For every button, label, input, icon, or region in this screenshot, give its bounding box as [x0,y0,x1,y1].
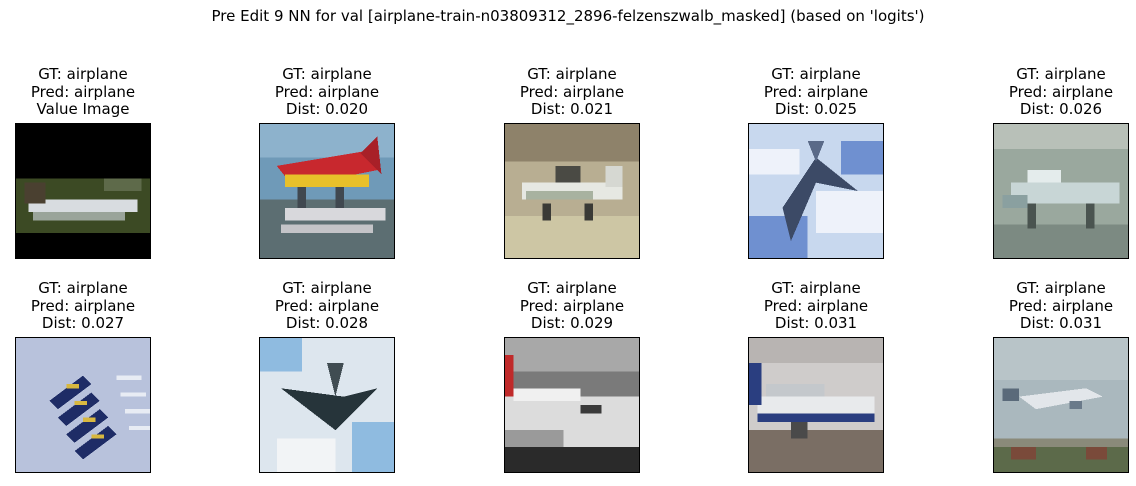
panel-image [504,337,640,473]
gt-label: GT: airplane [771,65,861,83]
gt-label: GT: airplane [527,65,617,83]
dist-label: Dist: 0.029 [530,314,614,332]
gt-label: GT: airplane [38,279,128,297]
dist-label: Value Image [36,100,130,118]
pred-label: Pred: airplane [519,82,625,101]
figure-title: Pre Edit 9 NN for val [airplane-train-n0… [211,7,925,25]
pred-label: Pred: airplane [1008,296,1114,315]
gt-label: GT: airplane [771,279,861,297]
dist-label: Dist: 0.020 [285,100,369,118]
dist-label: Dist: 0.028 [285,314,369,332]
pred-label: Pred: airplane [274,296,380,315]
panel-image [259,123,395,259]
pred-label: Pred: airplane [519,296,625,315]
pred-label: Pred: airplane [30,296,136,315]
gt-label: GT: airplane [38,65,128,83]
panel-image [15,123,151,259]
dist-label: Dist: 0.031 [774,314,858,332]
gt-label: GT: airplane [527,279,617,297]
panel-image [748,123,884,259]
panel-image [993,337,1129,473]
dist-label: Dist: 0.027 [41,314,125,332]
gt-label: GT: airplane [282,65,372,83]
pred-label: Pred: airplane [274,82,380,101]
panel-image [748,337,884,473]
panel-image [993,123,1129,259]
gt-label: GT: airplane [1016,279,1106,297]
pred-label: Pred: airplane [1008,82,1114,101]
pred-label: Pred: airplane [763,296,869,315]
gt-label: GT: airplane [1016,65,1106,83]
dist-label: Dist: 0.031 [1019,314,1103,332]
dist-label: Dist: 0.025 [774,100,858,118]
pred-label: Pred: airplane [30,82,136,101]
dist-label: Dist: 0.021 [530,100,614,118]
gt-label: GT: airplane [282,279,372,297]
panel-image [15,337,151,473]
pred-label: Pred: airplane [763,82,869,101]
dist-label: Dist: 0.026 [1019,100,1103,118]
panel-image [504,123,640,259]
panel-image [259,337,395,473]
